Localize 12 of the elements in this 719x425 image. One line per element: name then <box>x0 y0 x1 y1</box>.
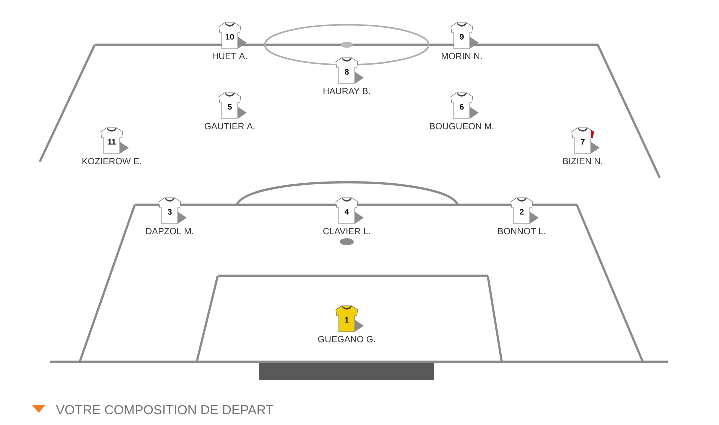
player-name: KOZIEROW E. <box>82 158 142 165</box>
player-name: BOUGUEON M. <box>430 123 494 130</box>
player-name: HUET A. <box>213 53 247 60</box>
player-name: GAUTIER A. <box>204 123 255 130</box>
player-name: HAURAY B. <box>324 88 370 94</box>
player-name: BIZIEN N. <box>564 158 602 164</box>
player-name: GUEGANO G. <box>318 336 376 343</box>
caption: VOTRE COMPOSITION DE DEPART <box>56 405 274 415</box>
player-name: MORIN N. <box>442 53 482 60</box>
player-name: BONNOT L. <box>498 228 546 235</box>
player-name: CLAVIER L. <box>324 228 370 235</box>
player-name: DAPZOL M. <box>146 228 194 235</box>
